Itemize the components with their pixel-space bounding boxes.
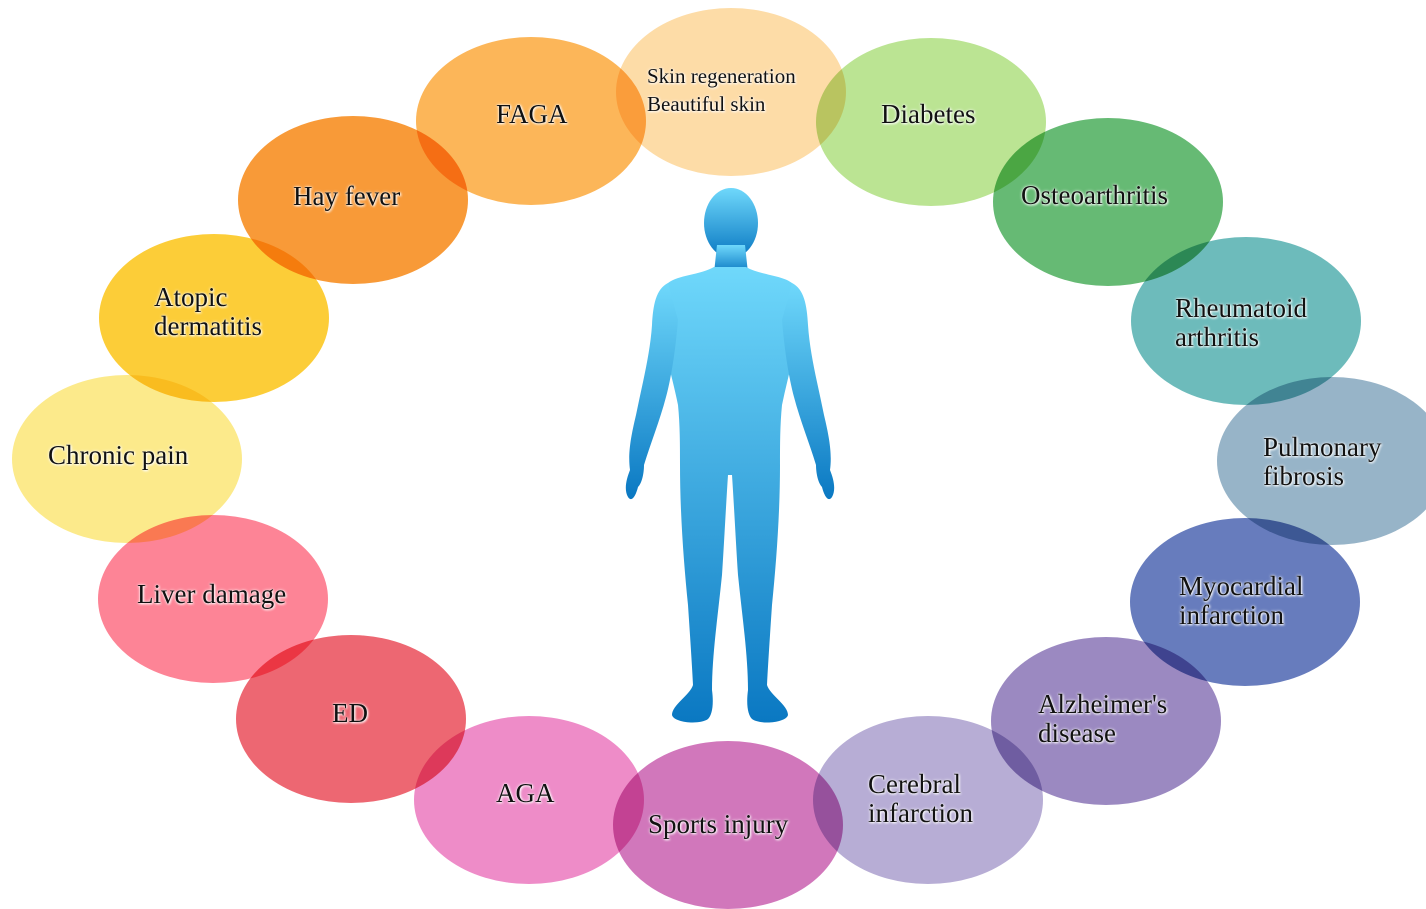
bubble-skin-regeneration [616,8,846,176]
label-pulmonary-fibrosis: Pulmonary fibrosis [1263,432,1382,491]
label-alzheimers-disease: Alzheimer's disease [1038,689,1168,748]
label-cerebral-infarction: Cerebral infarction [868,769,973,828]
bubble-sports-injury [613,741,843,909]
label-skin-regeneration: Skin regeneration Beautiful skin [647,64,796,116]
bubble-chronic-pain [12,375,242,543]
label-myocardial-infarction: Myocardial infarction [1179,571,1304,630]
label-osteoarthritis: Osteoarthritis [1021,180,1168,210]
label-atopic-dermatitis: Atopic dermatitis [154,282,262,341]
label-aga: AGA [496,778,555,808]
label-faga: FAGA [496,99,568,129]
label-diabetes: Diabetes [881,99,976,129]
bubble-faga [416,37,646,205]
bubble-pulmonary-fibrosis [1217,377,1426,545]
label-rheumatoid-arthritis: Rheumatoid arthritis [1175,293,1307,352]
label-chronic-pain: Chronic pain [48,440,189,470]
human-body-icon [625,188,835,723]
label-liver-damage: Liver damage [137,579,287,609]
bubble-cerebral-infarction [813,716,1043,884]
label-hay-fever: Hay fever [293,181,401,211]
label-ed: ED [332,698,368,728]
bubble-liver-damage [98,515,328,683]
label-sports-injury: Sports injury [648,809,789,839]
